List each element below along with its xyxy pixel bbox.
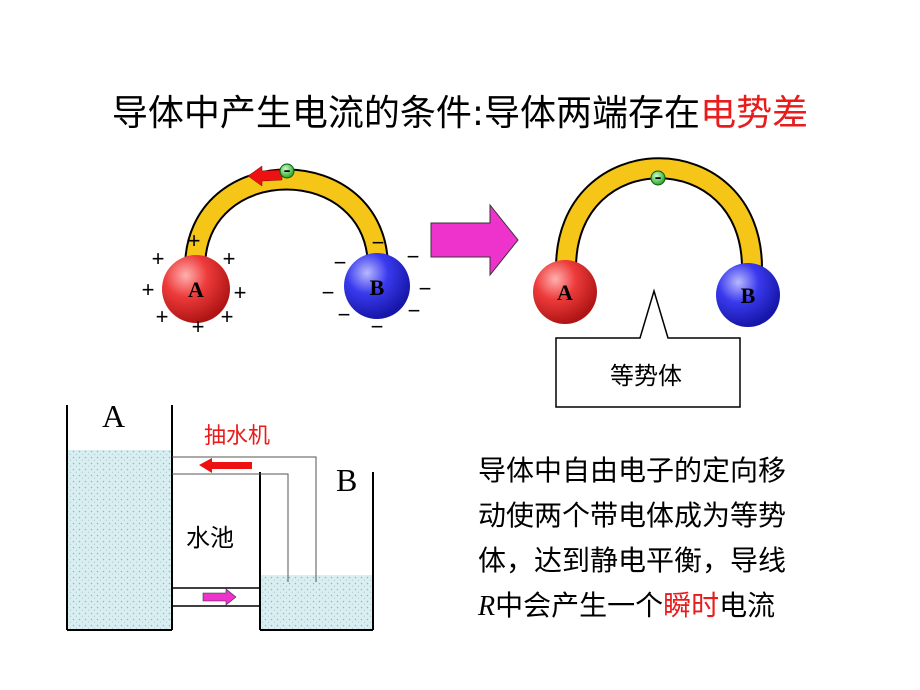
explanation-paragraph: 导体中自由电子的定向移 动使两个带电体成为等势 体，达到静电平衡，导线 R中会产… bbox=[478, 448, 878, 629]
plus-sign: + bbox=[192, 314, 205, 339]
explanation-line: 动使两个带电体成为等势 bbox=[478, 499, 787, 532]
minus-sign: − bbox=[419, 276, 432, 301]
minus-sign: − bbox=[322, 280, 335, 305]
left-ball-b-label: B bbox=[370, 275, 385, 300]
flow-arrow bbox=[202, 588, 237, 606]
plus-sign: + bbox=[188, 228, 201, 253]
minus-sign: − bbox=[371, 314, 384, 339]
title-main: 导体中产生电流的条件:导体两端存在 bbox=[111, 93, 701, 134]
explanation-highlight: 瞬时 bbox=[663, 589, 720, 622]
explanation-line: R中会产生一个瞬时电流 bbox=[478, 583, 878, 629]
right-ball-b-label: B bbox=[741, 283, 756, 308]
left-ball-b bbox=[344, 253, 410, 319]
left-electron-sign: - bbox=[283, 157, 290, 182]
plus-sign: + bbox=[152, 246, 165, 271]
minus-sign: − bbox=[407, 244, 420, 269]
title-highlight: 电势差 bbox=[700, 93, 809, 134]
explanation-text: 电流 bbox=[719, 589, 776, 622]
explanation-text: 中会产生一个 bbox=[495, 589, 664, 622]
left-ball-a-label: A bbox=[188, 277, 204, 302]
pump-pipe-inner bbox=[172, 473, 289, 582]
minus-sign: − bbox=[372, 230, 385, 255]
tank-b-label: B bbox=[336, 462, 358, 498]
right-ball-b bbox=[716, 263, 780, 327]
explanation-line: 导体中自由电子的定向移 bbox=[478, 454, 787, 487]
minus-sign: − bbox=[338, 302, 351, 327]
transition-arrow bbox=[430, 203, 519, 277]
minus-sign: − bbox=[334, 250, 347, 275]
right-conductor: - A B bbox=[533, 157, 780, 408]
resistor-symbol: R bbox=[478, 591, 496, 622]
page-title: 导体中产生电流的条件:导体两端存在电势差 bbox=[0, 84, 920, 136]
tank-a-water bbox=[67, 450, 172, 630]
tank-a-label: A bbox=[102, 398, 126, 434]
pool-label: 水池 bbox=[186, 524, 234, 552]
right-ball-a-label: A bbox=[557, 280, 573, 305]
left-electron bbox=[279, 163, 295, 179]
callout-box bbox=[555, 288, 741, 408]
plus-sign: + bbox=[234, 280, 247, 305]
right-electron bbox=[650, 170, 666, 186]
plus-sign: + bbox=[142, 277, 155, 302]
water-model bbox=[66, 405, 374, 631]
left-wire-fill bbox=[186, 170, 387, 269]
left-conductor: - A B + + + + + + + + − − − − − − − − bbox=[142, 157, 432, 339]
right-electron-sign: - bbox=[654, 164, 661, 189]
right-ball-a bbox=[533, 260, 597, 324]
pump-arrow bbox=[199, 458, 252, 473]
plus-sign: + bbox=[221, 304, 234, 329]
plus-sign: + bbox=[223, 246, 236, 271]
left-ball-a bbox=[162, 255, 230, 323]
minus-sign: − bbox=[408, 298, 421, 323]
equipotential-label: 等势体 bbox=[610, 362, 682, 390]
explanation-line: 体，达到静电平衡，导线 bbox=[478, 544, 787, 577]
plus-sign: + bbox=[156, 304, 169, 329]
pump-pipe-outer bbox=[172, 456, 317, 582]
tank-b-water bbox=[260, 575, 373, 630]
pump-label: 抽水机 bbox=[204, 424, 271, 449]
right-wire-fill bbox=[557, 159, 761, 269]
